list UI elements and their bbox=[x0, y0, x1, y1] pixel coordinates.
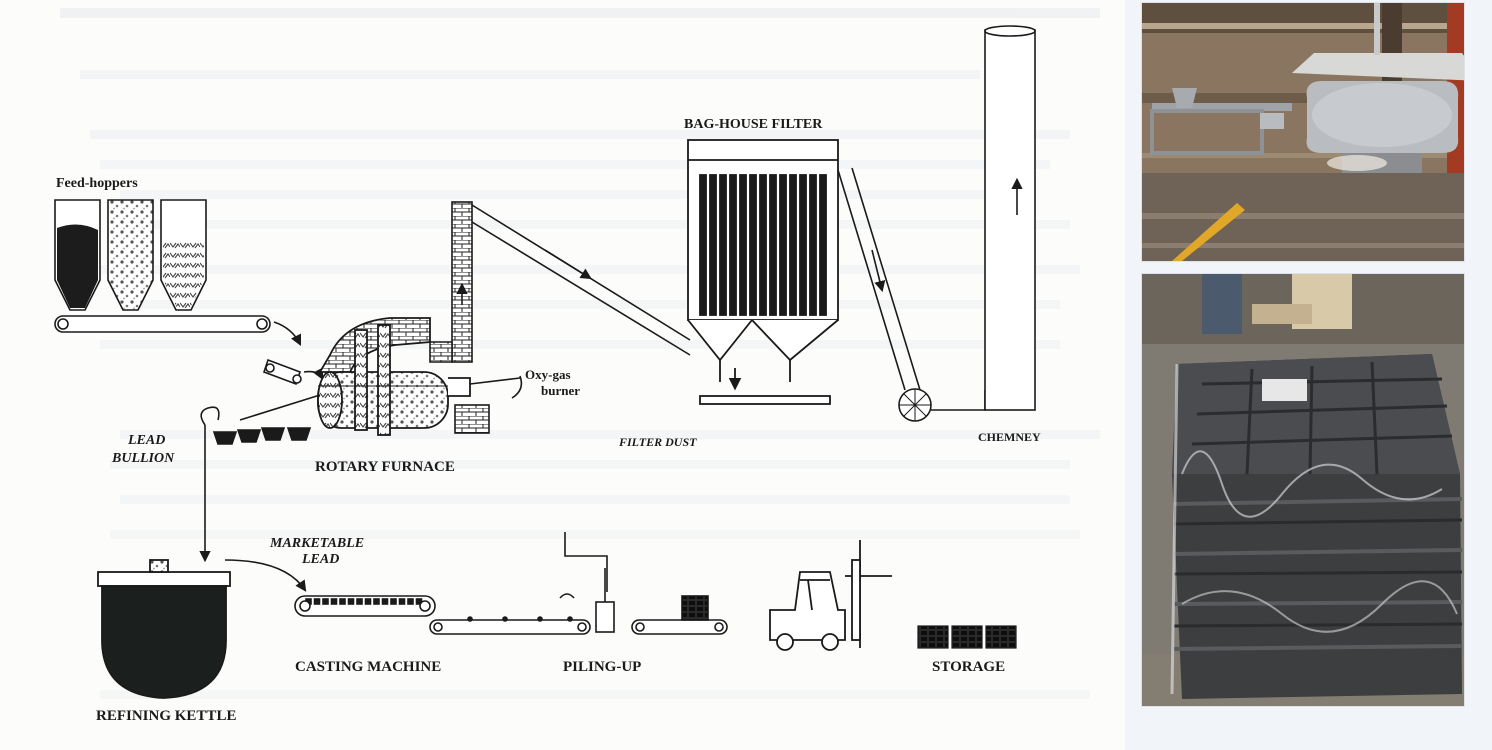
bag-house-filter-label: BAG-HOUSE FILTER bbox=[684, 117, 823, 132]
marketable-lead-label-line2: LEAD bbox=[301, 552, 339, 567]
storage-label: STORAGE bbox=[932, 659, 1005, 675]
bag-house-filter bbox=[687, 139, 839, 405]
filter-bag bbox=[819, 174, 827, 316]
rotary-furnace bbox=[317, 317, 471, 436]
stack-conveyor bbox=[631, 595, 728, 635]
casting-mould bbox=[322, 598, 329, 605]
casting-mould bbox=[407, 598, 414, 605]
refining-kettle bbox=[97, 559, 231, 699]
casting-mould bbox=[339, 598, 346, 605]
filter-bag bbox=[769, 174, 777, 316]
piling-up-device bbox=[559, 532, 615, 633]
casting-mould bbox=[390, 598, 397, 605]
marketable-lead-arrow bbox=[224, 559, 307, 592]
casting-mould bbox=[364, 598, 372, 605]
casting-mould bbox=[381, 598, 389, 605]
refining-kettle-label: REFINING KETTLE bbox=[96, 708, 236, 724]
filter-bag bbox=[799, 174, 807, 316]
marketable-lead-label-line1: MARKETABLE bbox=[269, 536, 364, 551]
filter-bag bbox=[749, 174, 757, 316]
lead-bullion-label-line1: LEAD bbox=[127, 433, 165, 448]
feed-conveyor bbox=[54, 315, 302, 347]
filter-bag bbox=[809, 174, 817, 316]
chemney-label: CHEMNEY bbox=[978, 430, 1041, 444]
filter-bag bbox=[779, 174, 787, 316]
filter-bag bbox=[729, 174, 737, 316]
casting-mould bbox=[398, 598, 406, 605]
filter-bag bbox=[709, 174, 717, 316]
casting-machine-label: CASTING MACHINE bbox=[295, 659, 441, 675]
casting-mould bbox=[347, 598, 355, 605]
feed-hoppers-label: Feed-hoppers bbox=[56, 176, 138, 191]
oxy-gas-label-line2: burner bbox=[541, 383, 580, 398]
forklift bbox=[769, 540, 892, 651]
rotary-furnace-label: ROTARY FURNACE bbox=[315, 459, 455, 475]
scrubber-unit bbox=[454, 404, 490, 434]
filter-dust-label: FILTER DUST bbox=[618, 435, 697, 449]
filter-bag bbox=[699, 174, 707, 316]
lead-bullion-label-line2: BULLION bbox=[111, 451, 175, 466]
filter-bag bbox=[719, 174, 727, 316]
charging-conveyor bbox=[262, 358, 324, 386]
piling-up-label: PILING-UP bbox=[563, 659, 641, 675]
rotary-furnace-photo-image bbox=[1142, 3, 1464, 261]
filter-bag bbox=[789, 174, 797, 316]
piling-conveyor bbox=[429, 616, 591, 635]
lead-ingots-photo-image bbox=[1142, 274, 1464, 706]
bullion-moulds bbox=[199, 394, 321, 563]
casting-machine bbox=[294, 595, 436, 617]
filter-bag bbox=[739, 174, 747, 316]
rotary-furnace-photo bbox=[1141, 2, 1465, 262]
casting-mould bbox=[330, 598, 338, 605]
oxy-gas-burner bbox=[469, 375, 523, 399]
exhaust-fan bbox=[837, 167, 986, 422]
lead-ingots-photo bbox=[1141, 273, 1465, 707]
flue-duct bbox=[429, 201, 691, 363]
storage-stacks bbox=[917, 625, 1017, 649]
casting-mould bbox=[373, 598, 380, 605]
process-diagram: Oxy-gas burner bbox=[54, 8, 1100, 724]
filter-bag bbox=[759, 174, 767, 316]
chimney bbox=[984, 25, 1036, 411]
filter-bags bbox=[699, 174, 827, 316]
feed-hoppers bbox=[54, 199, 207, 311]
oxy-gas-label-line1: Oxy-gas bbox=[525, 367, 571, 382]
casting-mould bbox=[356, 598, 363, 605]
casting-mould bbox=[313, 598, 321, 605]
process-diagram-panel: Oxy-gas burner bbox=[0, 0, 1125, 750]
